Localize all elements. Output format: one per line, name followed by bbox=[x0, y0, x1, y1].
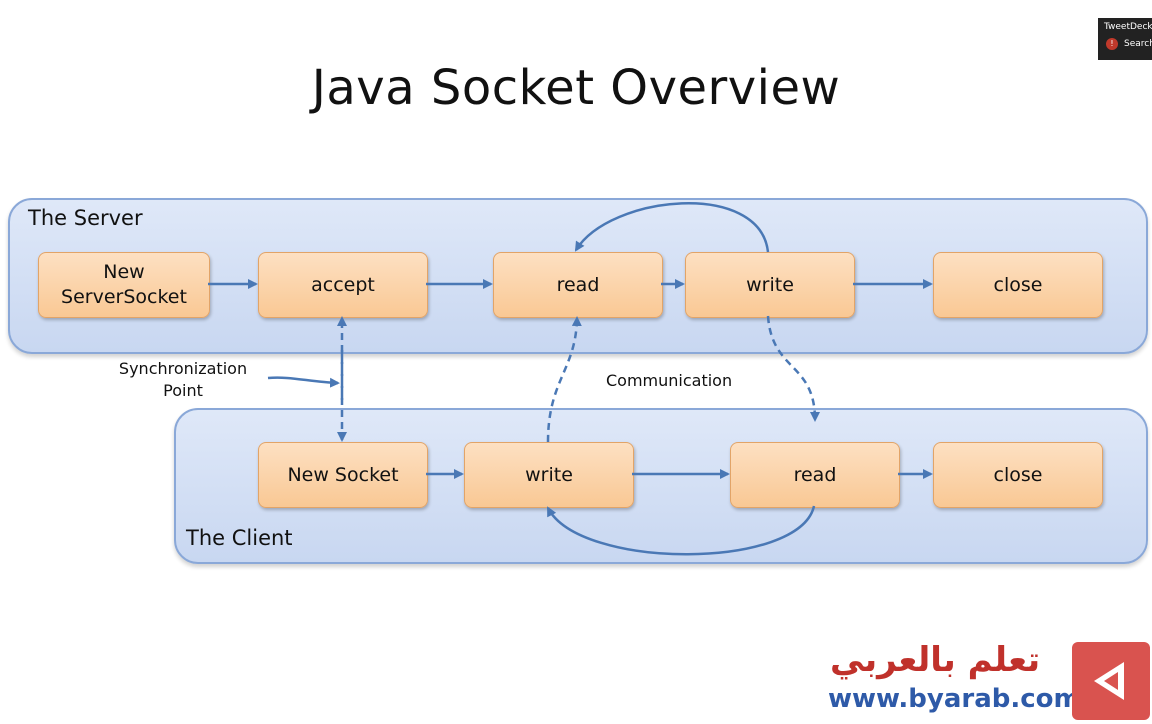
arrow-sync-pointer bbox=[267, 376, 340, 388]
client-group-label: The Client bbox=[186, 526, 293, 550]
arrow-client-write-to-server-read bbox=[546, 316, 582, 443]
server-group-label: The Server bbox=[28, 206, 143, 230]
arrow-server-write-to-client-read bbox=[766, 315, 820, 422]
watermark-arabic: تعلم بالعربي bbox=[830, 640, 1041, 680]
node-client-close: close bbox=[933, 442, 1103, 508]
communication-label: Communication bbox=[606, 371, 733, 390]
arrow-client-loop bbox=[546, 505, 816, 556]
node-client-read: read bbox=[730, 442, 900, 508]
page-title: Java Socket Overview bbox=[311, 60, 841, 116]
tweetdeck-search[interactable]: Search bbox=[1124, 39, 1152, 49]
arrow-server-loop bbox=[574, 202, 770, 253]
node-server-read: read bbox=[493, 252, 663, 318]
tweetdeck-title: TweetDeck bbox=[1104, 22, 1152, 32]
watermark-url[interactable]: www.byarab.com bbox=[828, 684, 1081, 714]
alert-badge-icon: ! bbox=[1106, 38, 1118, 50]
watermark-play-icon[interactable] bbox=[1072, 642, 1150, 720]
tweetdeck-overlay[interactable]: TweetDeck ! Search bbox=[1098, 18, 1152, 60]
node-client-write: write bbox=[464, 442, 634, 508]
node-new-socket: New Socket bbox=[258, 442, 428, 508]
node-new-serversocket: New ServerSocket bbox=[38, 252, 210, 318]
node-server-accept: accept bbox=[258, 252, 428, 318]
node-server-close: close bbox=[933, 252, 1103, 318]
synchronization-point-label: Synchronization Point bbox=[118, 359, 248, 400]
